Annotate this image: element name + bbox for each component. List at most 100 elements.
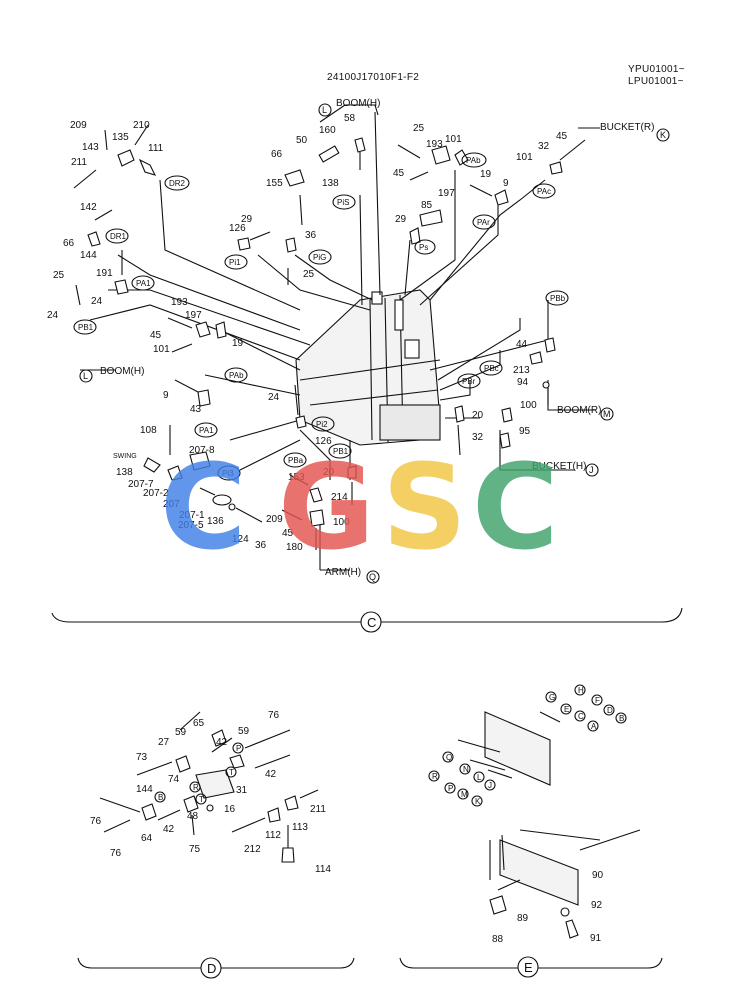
section-e-plates [457,711,641,939]
part-number-d-10: 144 [136,784,153,795]
part-number-c-31: 126 [229,223,246,234]
port-label-8: PAc [537,187,551,196]
circle-letter-e-7: B [619,714,624,723]
part-number-c-22: 29 [395,214,407,225]
callout-arm-h: ARM(H) [325,567,361,578]
part-number-c-4: 111 [148,143,164,154]
port-label-3: PiG [313,253,326,262]
circle-letter-e-12: P [448,784,453,793]
section-label-c: C [367,615,376,630]
port-label-2: Pi1 [229,258,241,267]
callout-boom-h-left: BOOM(H) [100,366,144,377]
circle-letter-e-5: D [607,706,613,715]
part-number-c-59: 100 [333,517,350,528]
fittings [73,124,586,550]
callout-bucket-r: BUCKET(R) [600,122,654,133]
port-label-10: PB1 [78,323,94,332]
circle-letter-e-6: A [591,722,597,731]
part-number-c-32: 29 [241,214,253,225]
part-number-c-29: 24 [91,296,103,307]
part-number-c-25: 66 [63,238,75,249]
circle-letter-d-4: B [158,793,163,802]
part-number-c-24: 142 [80,202,97,213]
port-label-1: DR1 [110,232,127,241]
part-number-c-6: 58 [344,113,356,124]
circle-letter-e-13: M [461,790,468,799]
part-number-d-19: 212 [244,844,261,855]
circle-letter-e-4: C [578,712,584,721]
part-number-c-3: 143 [82,142,99,153]
part-number-c-41: 43 [190,404,202,415]
part-number-d-20: 112 [265,830,281,841]
part-number-d-16: 64 [141,833,153,844]
port-label-12: PA1 [199,426,214,435]
part-number-d-9: 42 [265,769,277,780]
part-number-c-23: 85 [421,200,433,211]
part-number-c-7: 160 [319,125,336,136]
circle-letter-e-10: L [477,773,482,782]
part-number-c-49: 207 [163,499,180,510]
part-number-d-12: 48 [187,811,199,822]
port-label-0: DR2 [169,179,186,188]
circle-letter-e-3: F [595,696,600,705]
part-number-c-45: 138 [116,467,133,478]
port-label-13: Pi2 [316,420,328,429]
part-number-c-9: 66 [271,149,283,160]
circle-letter-d-0: P [236,744,241,753]
part-number-c-13: 101 [445,134,462,145]
port-label-19: PBr [462,377,476,386]
callout-boom-h-top: BOOM(H) [336,98,380,109]
part-number-c-15: 45 [393,168,405,179]
port-label-18: PBc [484,364,499,373]
part-number-c-1: 210 [133,120,150,131]
part-number-c-61: 214 [331,492,348,503]
part-number-c-28: 191 [96,268,113,279]
part-number-e-1: 89 [517,913,529,924]
callout-circles-c [79,103,670,584]
part-number-c-66: 20 [472,410,484,421]
circle-letter-e-14: J [488,781,492,790]
callout-boom-r: BOOM(R) [557,405,601,416]
part-number-e-4: 91 [590,933,602,944]
part-number-e-2: 92 [591,900,603,911]
part-number-d-11: 76 [90,816,102,827]
section-d-block [99,711,319,863]
part-number-d-5: 42 [216,737,228,748]
part-number-c-68: 95 [519,426,531,437]
pipe-lines [80,104,600,571]
part-number-d-1: 59 [175,727,187,738]
part-number-c-43: 126 [315,436,332,447]
control-valve-body [295,289,441,446]
part-number-c-10: 138 [322,178,339,189]
part-number-d-17: 42 [163,824,175,835]
part-number-c-27: 25 [53,270,65,281]
watermark-letter-c1: C [160,438,247,576]
part-number-c-60: 20 [323,467,335,478]
port-label-17: PBb [550,294,566,303]
port-label-15: PBa [288,456,304,465]
port-label-5: PAb [466,156,481,165]
part-number-c-52: 136 [207,516,224,527]
circle-letter-l-2: L [83,371,88,381]
part-number-c-64: 94 [517,377,529,388]
part-number-c-8: 50 [296,135,308,146]
port-label-7: Ps [419,243,428,252]
part-number-c-20: 32 [538,141,550,152]
port-label-11: PAb [229,371,244,380]
part-number-c-57: 45 [282,528,294,539]
watermark-letter-c2: C [472,438,559,576]
part-number-c-14: 193 [426,139,443,150]
drawing-number: 24100J17010F1-F2 [327,72,419,83]
part-number-c-18: 9 [503,178,509,189]
part-number-d-3: 59 [238,726,250,737]
part-number-c-26: 144 [80,250,97,261]
part-number-d-15: 76 [110,848,122,859]
part-number-d-2: 65 [193,718,205,729]
port-label-4: PiS [337,198,349,207]
section-label-d: D [207,961,216,976]
circle-letter-d-3: T [199,795,204,804]
part-number-c-58: 180 [286,542,303,553]
part-number-d-4: 76 [268,710,280,721]
part-number-d-18: 75 [189,844,201,855]
